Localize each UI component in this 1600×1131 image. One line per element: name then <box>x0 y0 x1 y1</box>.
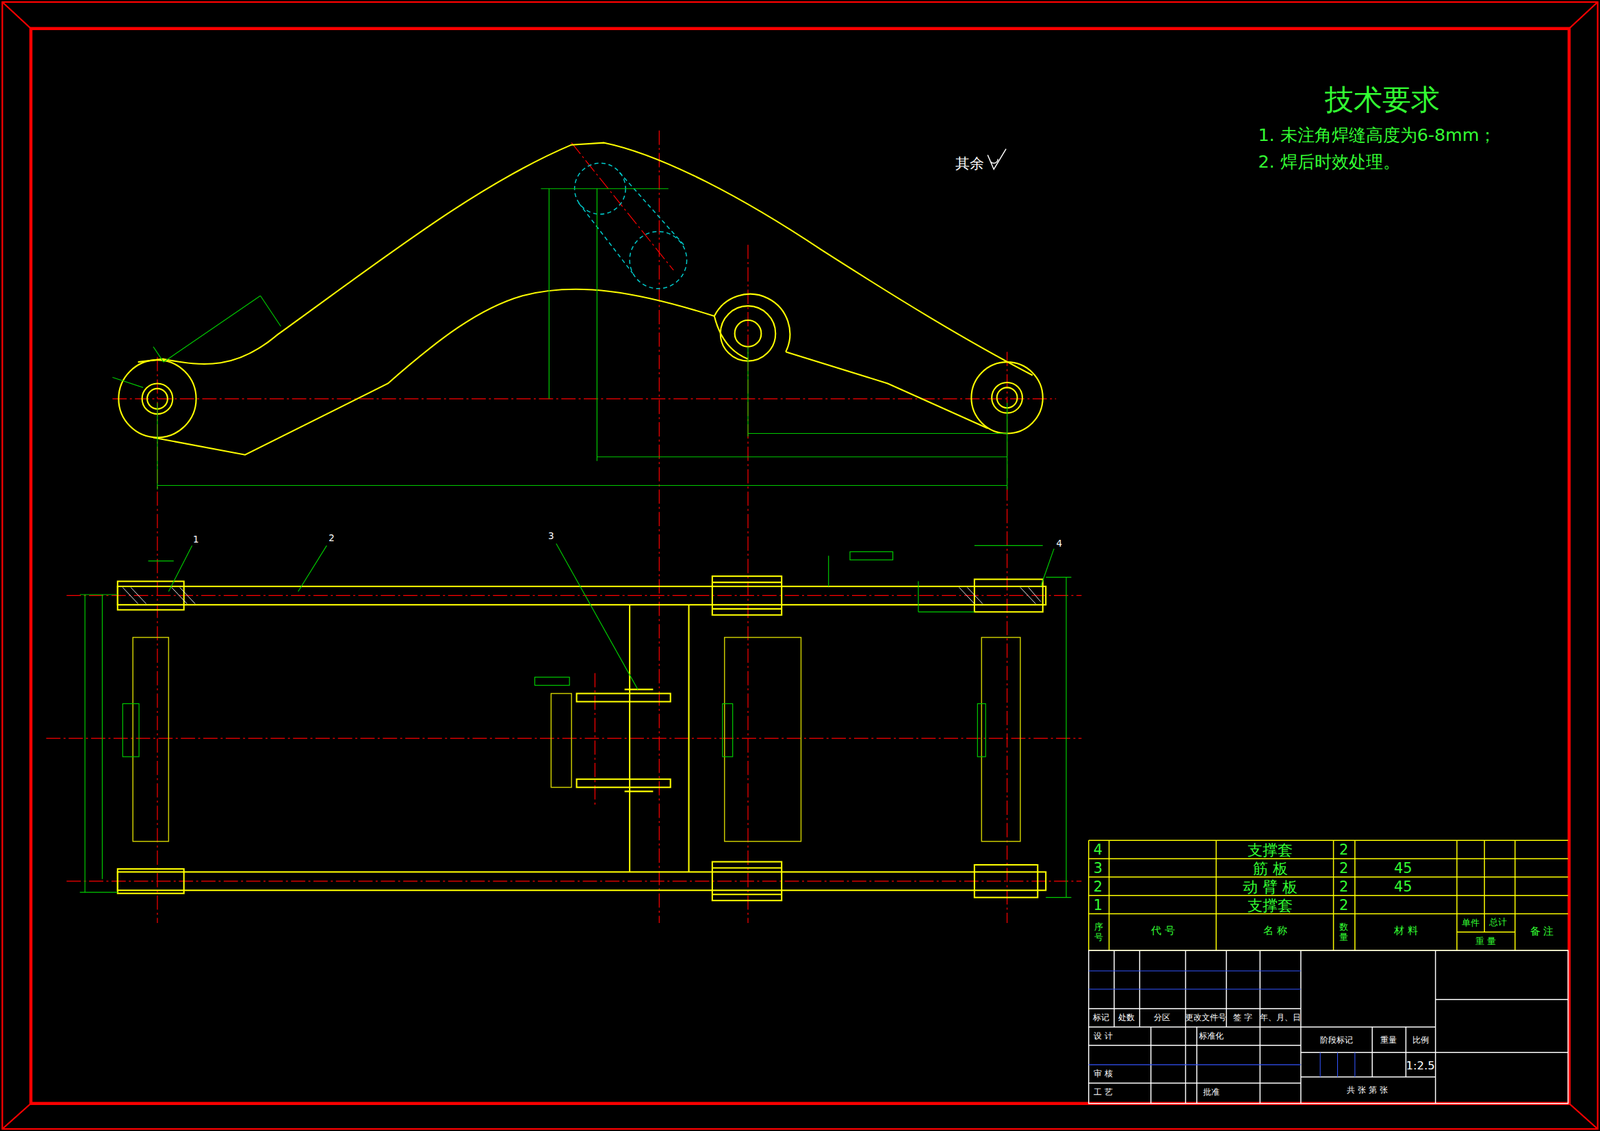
title-block-cell: 分区 <box>1153 1014 1171 1023</box>
tech-note: 1. 未注角焊缝高度为6-8mm； <box>1257 127 1496 145</box>
callout-number: 3 <box>548 532 555 542</box>
table-cell: 支撑套 <box>1247 842 1293 858</box>
table-cell: 2 <box>1339 843 1349 858</box>
title-block-cell: 设 计 <box>1093 1032 1113 1041</box>
table-cell: 3 <box>1093 860 1103 876</box>
table-cell: 4 <box>1093 843 1103 858</box>
callout-number: 4 <box>1055 539 1063 549</box>
roughness-note: 其余 <box>955 156 985 171</box>
table-header: 序号 <box>1094 922 1104 944</box>
title-block-cell: 标记 <box>1092 1014 1110 1023</box>
title-block-cell: 处数 <box>1118 1014 1135 1023</box>
table-cell: 45 <box>1394 879 1413 894</box>
title-block-cell: 共 张 第 张 <box>1346 1086 1388 1095</box>
table-header: 重 量 <box>1475 937 1496 947</box>
table-header: 总计 <box>1489 917 1507 927</box>
table-cell: 2 <box>1339 879 1349 894</box>
table-cell: 2 <box>1339 897 1349 913</box>
title-block-cell: 签 字 <box>1233 1014 1253 1023</box>
table-header: 单件 <box>1461 919 1480 928</box>
table-header: 材 料 <box>1394 925 1418 936</box>
title-block-cell: 标准化 <box>1198 1032 1224 1041</box>
table-cell: 1 <box>1093 897 1103 913</box>
table-cell: 动 臂 板 <box>1242 879 1298 895</box>
table-cell: 支撑套 <box>1247 897 1293 913</box>
table-header: 数量 <box>1339 922 1349 944</box>
title-block-cell: 阶段标记 <box>1320 1036 1353 1045</box>
table-header: 备 注 <box>1530 926 1555 937</box>
title-block-cell: 审 核 <box>1093 1070 1113 1079</box>
table-cell: 筋 板 <box>1253 860 1288 876</box>
callout-number: 2 <box>328 534 335 544</box>
table-header: 名 称 <box>1263 925 1288 936</box>
title-block-cell: 重量 <box>1380 1036 1397 1045</box>
table-cell: 2 <box>1093 879 1103 894</box>
callout-number: 1 <box>192 535 200 545</box>
table-cell: 45 <box>1394 860 1413 876</box>
title-block-cell: 更改文件号 <box>1185 1014 1227 1023</box>
table-cell: 2 <box>1339 860 1349 876</box>
tech-note: 2. 焊后时效处理。 <box>1257 153 1400 171</box>
notes-heading: 技术要求 <box>1324 85 1440 115</box>
title-block-cell: 年、月、日 <box>1259 1014 1301 1023</box>
title-block-cell: 工 艺 <box>1093 1088 1113 1098</box>
title-block-cell: 批准 <box>1203 1088 1220 1098</box>
title-block-cell: 比例 <box>1412 1036 1429 1045</box>
table-header: 代 号 <box>1151 925 1176 936</box>
scale-value: 1:2.5 <box>1406 1060 1436 1072</box>
